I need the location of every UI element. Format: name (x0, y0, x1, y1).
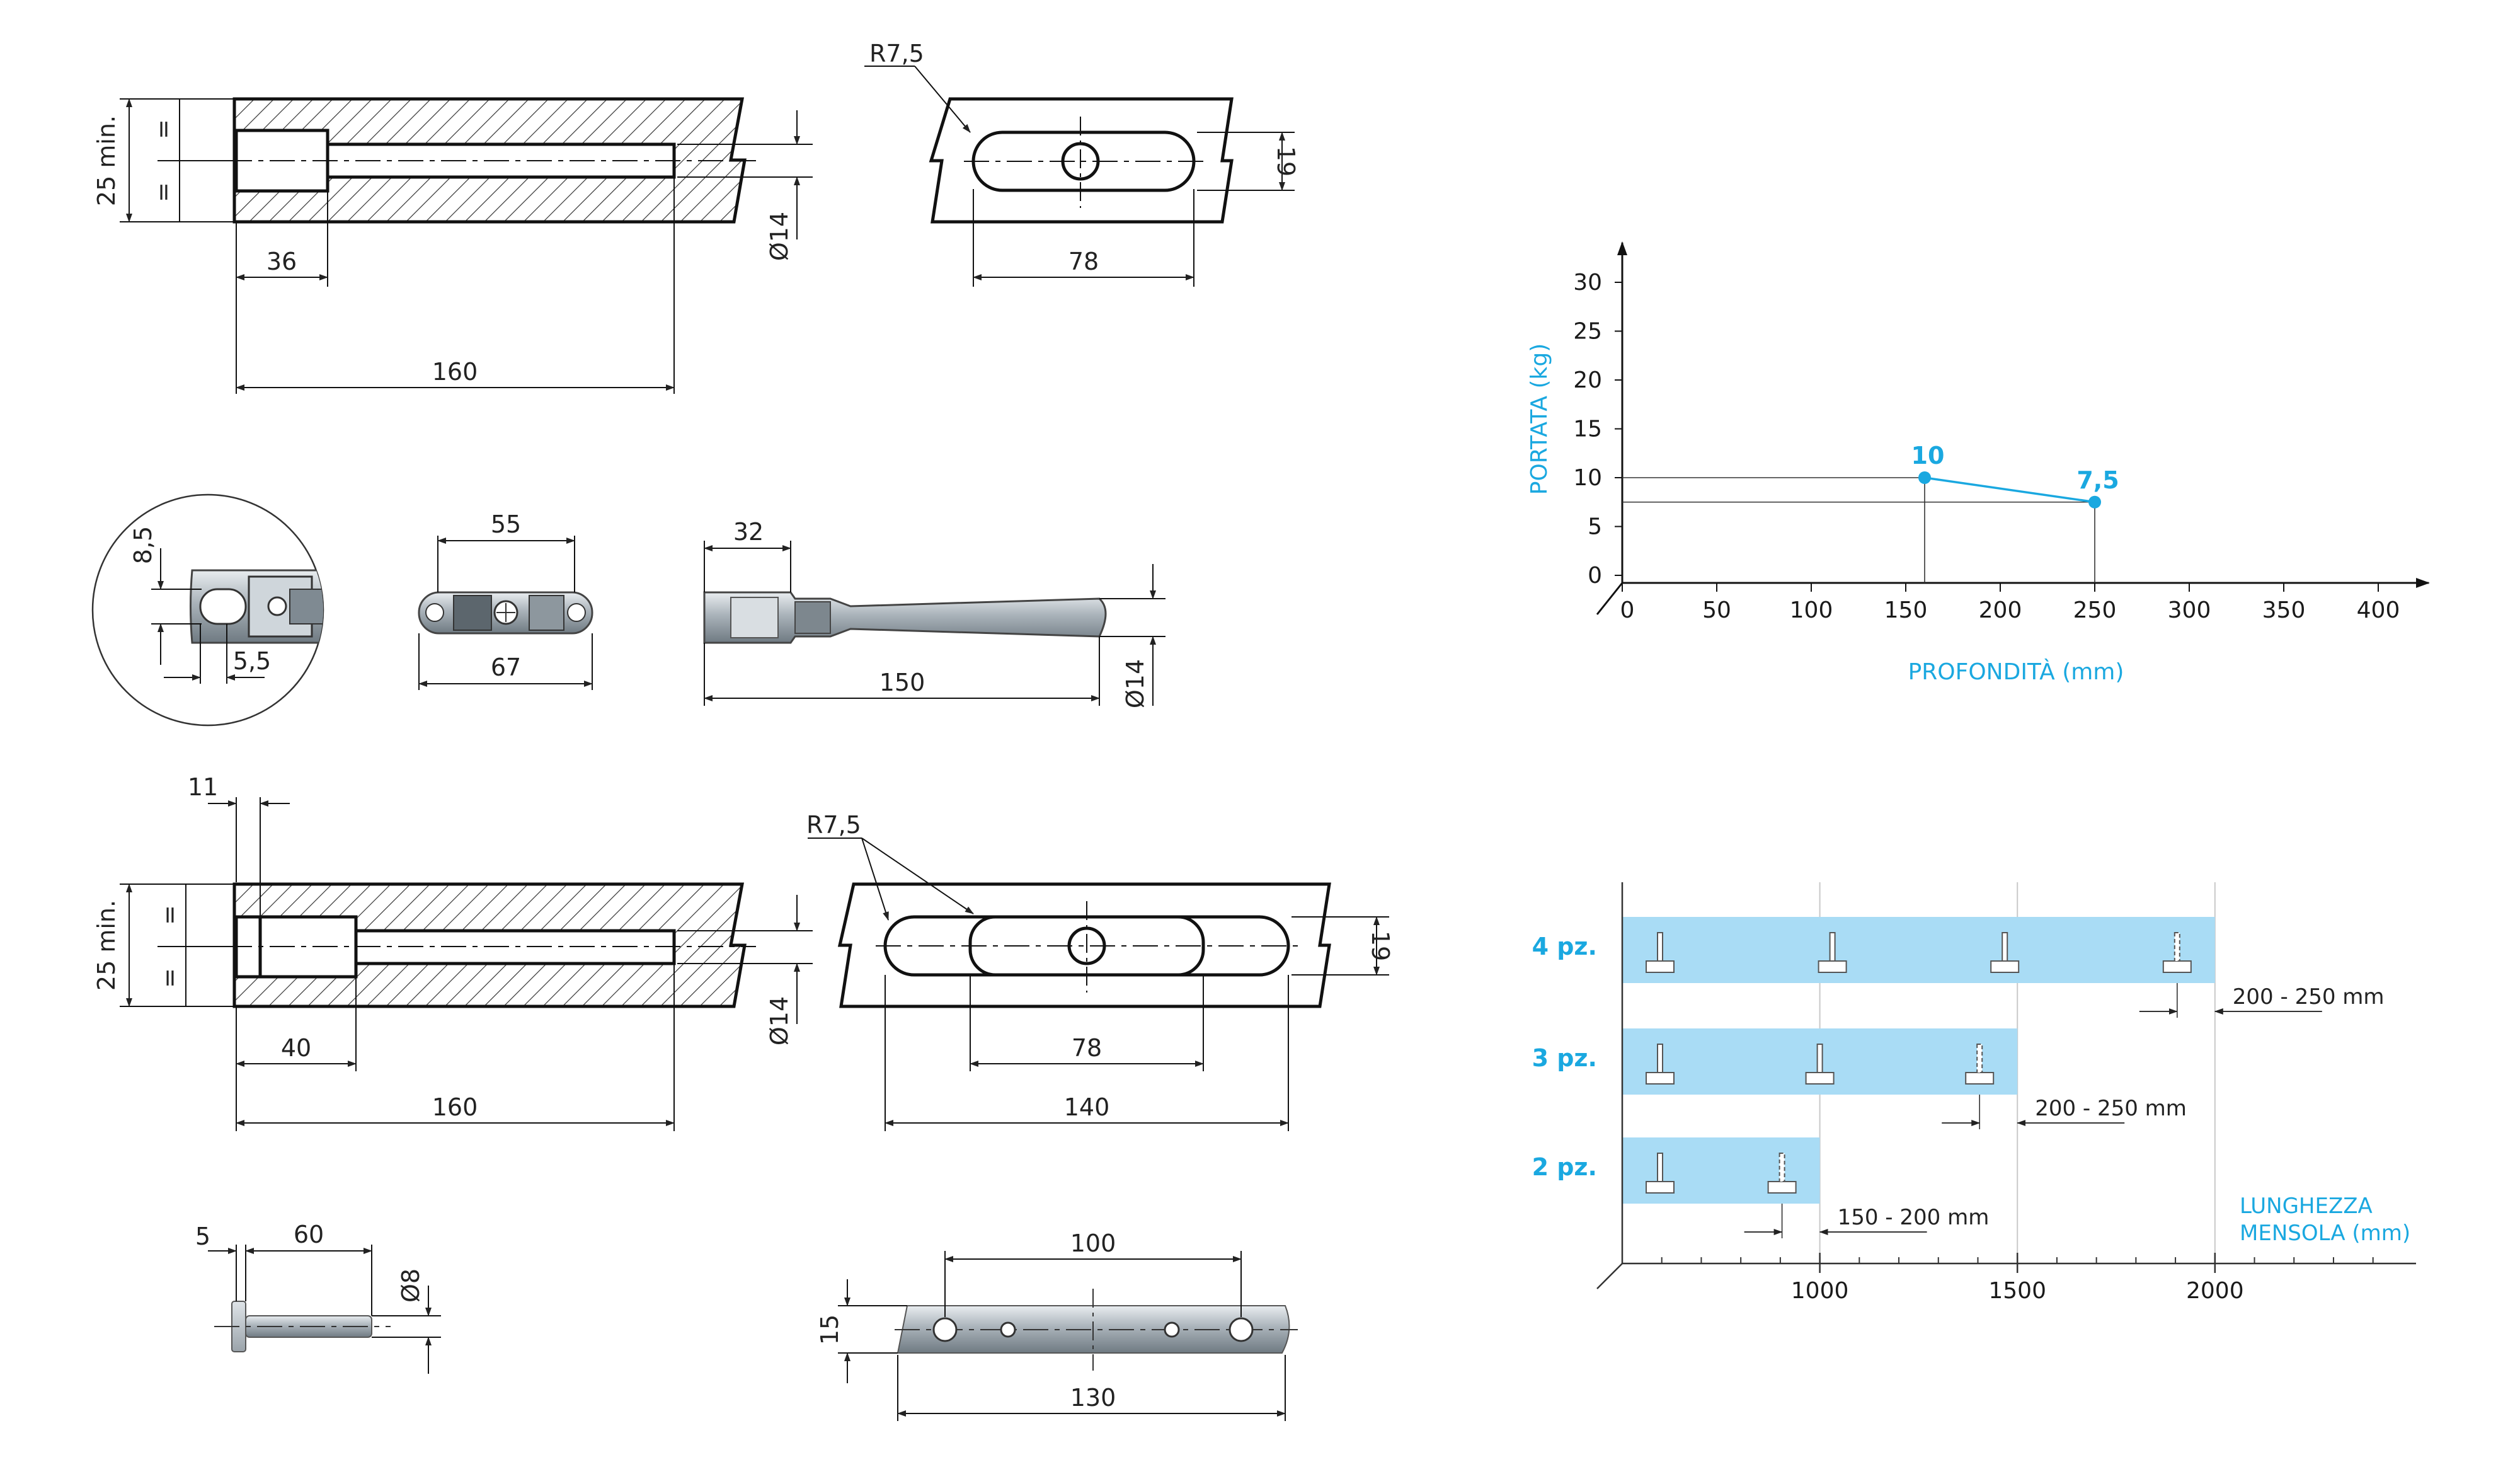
lower-slot-radius: R7,5 (806, 811, 861, 839)
chart1-x-tick-label: 50 (1702, 597, 1731, 623)
chart1-y-tick-label: 30 (1573, 270, 1602, 296)
pieces-length-chart: 200 - 250 mm 200 - 250 mm 150 - 200 mm 100… (1532, 882, 2416, 1304)
plate-dim-bottom: 67 (491, 653, 521, 681)
lower-eq-upper: = (156, 905, 183, 925)
top-depth-label: 25 min. (93, 115, 120, 206)
lower-flange-dim: 11 (188, 773, 218, 801)
chart2-xlabel-line1: LUNGHEZZA (2240, 1194, 2373, 1219)
chart2-bracket-stem (1778, 1153, 1785, 1182)
detail-dim-a: 8,5 (129, 526, 157, 564)
top-total-dim: 160 (432, 358, 478, 386)
support-pin (703, 541, 1166, 706)
chart2-note-label: 200 - 250 mm (2233, 984, 2385, 1010)
bar-length: 130 (1070, 1384, 1116, 1412)
chart2-bracket-stem (1657, 932, 1663, 962)
chart1-y-tick-label: 15 (1573, 417, 1602, 442)
chart1-x-tick-label: 250 (2073, 597, 2117, 623)
chart1-x-tick-label: 400 (2357, 597, 2400, 623)
lower-eq-lower: = (156, 968, 183, 988)
pin-dim-head: 32 (733, 518, 764, 546)
chart1-point-label: 7,5 (2076, 466, 2119, 494)
chart2-xlabel-line2: MENSOLA (mm) (2240, 1221, 2410, 1246)
chart2-bracket-base (1990, 960, 2020, 973)
chart2-bracket-base (2162, 960, 2192, 973)
chart2-category-label: 4 pz. (1532, 933, 1597, 960)
connector-plate (418, 536, 593, 690)
detail-circle (91, 493, 324, 727)
chart2-bracket-stem (2002, 932, 2008, 962)
chart2-bracket-stem (1816, 1044, 1823, 1073)
plate-dim-top: 55 (491, 510, 521, 538)
chart2-bracket-base (1646, 960, 1675, 973)
bar-hole-spacing: 100 (1070, 1229, 1116, 1257)
small-pin-flange: 5 (195, 1223, 210, 1250)
top-diameter-dim: Ø14 (765, 212, 793, 261)
chart1-y-tick-label: 25 (1573, 319, 1602, 345)
lower-depth-label: 25 min. (93, 900, 120, 991)
lower-diameter-dim: Ø14 (765, 996, 793, 1045)
top-counterbore-dim: 36 (266, 248, 297, 275)
chart2-category-label: 2 pz. (1532, 1153, 1597, 1181)
detail-dim-b: 5,5 (233, 647, 271, 675)
lower-slot-view (808, 837, 1389, 1131)
chart1-x-tick-label: 100 (1790, 597, 1833, 623)
chart1-y-tick-label: 0 (1588, 563, 1602, 589)
chart2-bracket-stem (1829, 932, 1836, 962)
chart2-bracket-stem (1976, 1044, 1983, 1073)
lower-total-dim: 160 (432, 1093, 478, 1121)
small-pin-length: 60 (294, 1221, 324, 1248)
chart2-note-label: 200 - 250 mm (2035, 1096, 2187, 1121)
top-bore-section (120, 97, 813, 394)
chart2-note-label: 150 - 200 mm (1838, 1205, 1990, 1230)
chart2-bracket-stem (2174, 932, 2180, 962)
chart2-category-label: 3 pz. (1532, 1044, 1597, 1072)
bar-height: 15 (816, 1315, 844, 1345)
lower-slot-height: 19 (1366, 931, 1394, 961)
chart1-x-tick-label: 350 (2262, 597, 2306, 623)
lower-slot-inner-width: 78 (1072, 1034, 1102, 1062)
chart1-x-tick-label: 300 (2168, 597, 2211, 623)
top-slot-width: 78 (1068, 248, 1099, 275)
top-slot-height: 19 (1272, 146, 1300, 176)
chart1-xlabel: PROFONDITÀ (mm) (1908, 659, 2124, 685)
chart1-x-tick-label: 0 (1620, 597, 1635, 623)
pin-diameter: Ø14 (1121, 659, 1149, 708)
chart1-y-tick-label: 20 (1573, 367, 1602, 393)
lower-counterbore-dim: 40 (281, 1034, 311, 1062)
chart2-bracket-stem (1657, 1044, 1663, 1073)
chart2-bracket-stem (1657, 1153, 1663, 1182)
small-pin-diameter: Ø8 (397, 1269, 425, 1303)
chart1-y-tick-label: 5 (1588, 514, 1602, 540)
chart2-x-tick-label: 2000 (2186, 1278, 2244, 1304)
pin-length: 150 (879, 669, 925, 696)
load-depth-chart: 0 50 100 150 200 250 300 350 400 0 5 10 15 20 25 30 10 7… (1573, 241, 2430, 623)
top-eq-upper: = (149, 119, 177, 139)
lower-slot-outer-width: 140 (1064, 1093, 1110, 1121)
chart1-ylabel: PORTATA (kg) (1526, 343, 1552, 495)
chart1-x-tick-label: 200 (1979, 597, 2022, 623)
chart1-x-tick-label: 150 (1884, 597, 1928, 623)
top-eq-lower: = (149, 182, 177, 202)
chart2-bar (1622, 917, 2215, 983)
chart2-bracket-base (1818, 960, 1847, 973)
chart2-x-tick-label: 1500 (1988, 1278, 2046, 1304)
chart2-bracket-base (1805, 1072, 1835, 1085)
chart2-x-tick-label: 1000 (1791, 1278, 1849, 1304)
chart2-bracket-base (1965, 1072, 1995, 1085)
flat-bar (838, 1251, 1298, 1421)
chart2-bar (1622, 1137, 1820, 1204)
chart1-series-line (1924, 476, 2095, 504)
chart2-bracket-base (1646, 1181, 1675, 1194)
chart1-point-label: 10 (1911, 442, 1945, 469)
chart2-bracket-base (1646, 1072, 1675, 1085)
chart1-point (1918, 471, 1931, 484)
top-slot-view (864, 66, 1295, 287)
top-slot-radius: R7,5 (869, 40, 924, 67)
small-pin (208, 1245, 441, 1374)
chart1-point (2088, 495, 2101, 509)
chart2-bracket-base (1767, 1181, 1797, 1194)
lower-bore-section (120, 797, 813, 1131)
chart1-y-tick-label: 10 (1573, 465, 1602, 491)
